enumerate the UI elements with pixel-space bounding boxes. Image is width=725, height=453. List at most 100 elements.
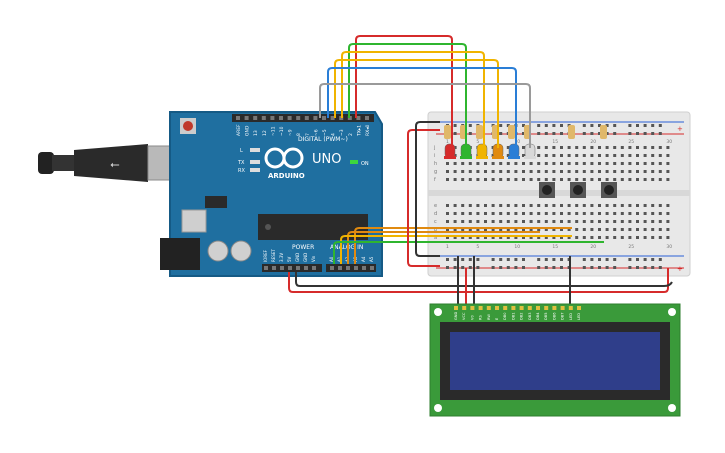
power-wires: [288, 121, 673, 293]
column-label: 20: [590, 139, 596, 145]
push-button[interactable]: [570, 182, 586, 198]
lcd-screen: [450, 332, 660, 390]
resistor: [476, 125, 483, 139]
row-label: g: [434, 169, 437, 175]
digital-pin-label: ~3: [339, 129, 345, 136]
digital-pin-label: 13: [253, 130, 259, 136]
lcd-pin-label: DB5: [544, 312, 548, 320]
led: [444, 143, 456, 159]
usb-icon: ⭠: [110, 157, 120, 171]
lcd-wires: [457, 256, 571, 308]
lcd-pin-label: GND: [454, 312, 458, 320]
lcd-data-wires: [333, 227, 604, 264]
resistor: [508, 125, 515, 139]
push-button[interactable]: [601, 182, 617, 198]
usb-cable: ⭠: [38, 144, 175, 182]
power-jack: [160, 238, 200, 270]
capacitor: [207, 240, 229, 262]
power-pin-label: Vin: [311, 255, 316, 262]
column-label: 1: [446, 139, 449, 145]
analog-header: [326, 264, 376, 272]
l-led: [250, 148, 260, 152]
column-label: 5: [476, 139, 479, 145]
column-label: 25: [628, 139, 634, 145]
digital-pin-label: ~5: [322, 129, 328, 136]
digital-pin-label: RX◂0: [365, 125, 371, 136]
power-pin-label: RESET: [271, 249, 276, 262]
power-pin-label: GND: [303, 253, 308, 262]
resistor: [568, 125, 575, 139]
rail-plus-sign: +: [677, 265, 683, 273]
model-label: UNO: [312, 152, 341, 167]
led-signal-wires: [319, 35, 531, 148]
power-pin-label: GND: [295, 253, 300, 262]
row-label: e: [434, 203, 437, 209]
analog-label: ANALOG IN: [330, 244, 363, 251]
lcd-pin-label: LED: [577, 313, 581, 320]
digital-pin-label: ~9: [288, 129, 294, 136]
tx-label: TX: [237, 160, 245, 166]
lcd-pin-label: VCC: [462, 312, 466, 320]
lcd-pin-label: E: [495, 317, 499, 320]
resistor: [444, 125, 451, 139]
brand-label: ARDUINO: [268, 172, 305, 180]
analog-pin-label: A4: [361, 256, 366, 262]
row-label: j: [433, 145, 435, 151]
capacitor: [230, 240, 252, 262]
digital-pin-label: ~10: [279, 126, 285, 136]
analog-pin-label: A0: [329, 256, 334, 262]
lcd-pin-label: RW: [487, 314, 491, 320]
reset-button-cap[interactable]: [183, 121, 193, 131]
row-label: b: [434, 227, 437, 233]
digital-pin-label: ~11: [270, 126, 276, 136]
lcd-pin-label: DB3: [528, 312, 532, 320]
lcd-pin-label: V0: [470, 315, 474, 320]
column-label: 15: [552, 139, 558, 145]
column-label: 30: [666, 244, 672, 250]
column-label: 30: [666, 139, 672, 145]
column-label: 15: [552, 244, 558, 250]
push-buttons: [539, 182, 617, 198]
on-led: [350, 160, 358, 164]
digital-pin-label: 8: [296, 133, 302, 136]
row-label: a: [434, 235, 437, 241]
arduino-logo: [264, 147, 304, 169]
lcd-pin-label: LED: [569, 313, 573, 320]
digital-label: DIGITAL (PWM~): [298, 136, 348, 143]
power-pin-label: IOREF: [263, 249, 268, 262]
lcd-pin-label: DB7: [561, 312, 565, 320]
analog-pin-label: A5: [369, 256, 374, 262]
column-label: 20: [590, 244, 596, 250]
lcd-pin-label: DB4: [536, 312, 540, 320]
crystal: [181, 209, 207, 233]
power-label: POWER: [292, 244, 314, 251]
column-label: 10: [514, 139, 520, 145]
lcd-pin-label: DB1: [511, 312, 515, 320]
column-label: 10: [514, 244, 520, 250]
digital-pin-label: 7: [305, 133, 311, 136]
regulator-chip: [205, 196, 227, 208]
digital-pin-label: 4: [331, 133, 337, 136]
led: [476, 143, 488, 159]
row-label: h: [434, 161, 437, 167]
resistor: [600, 125, 607, 139]
row-label: c: [434, 219, 437, 225]
l-label: L: [240, 148, 243, 154]
lcd-pin-label: DB6: [552, 312, 556, 320]
column-label: 1: [446, 244, 449, 250]
push-button[interactable]: [539, 182, 555, 198]
rx-label: RX: [238, 168, 245, 174]
digital-pin-label: 2: [348, 133, 354, 136]
analog-pin-label: A1: [337, 256, 342, 262]
power-pin-label: 3.3V: [279, 253, 284, 262]
